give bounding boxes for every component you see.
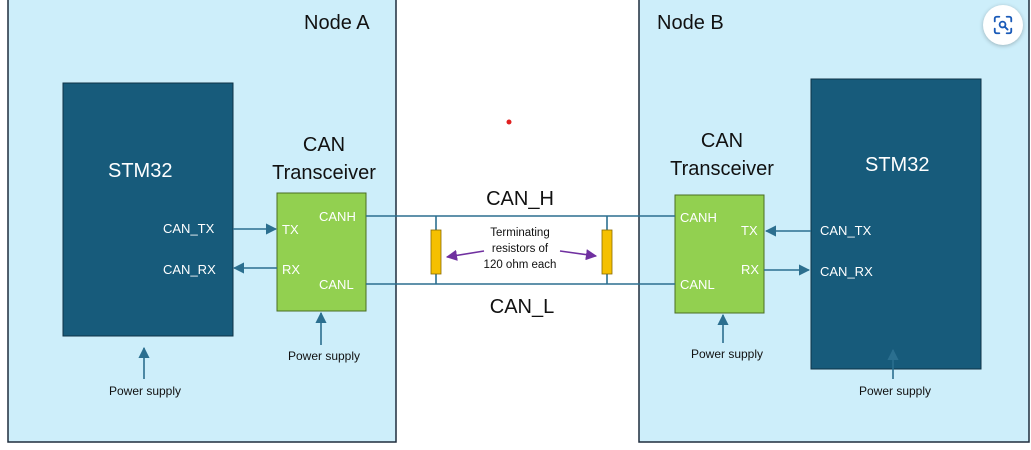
- can-h-label: CAN_H: [486, 188, 554, 210]
- lens-search-icon: [993, 15, 1013, 35]
- node-b-rx-label: RX: [741, 262, 759, 277]
- node-a-mcu-power-label: Power supply: [109, 384, 181, 398]
- node-b-mcu: [810, 78, 982, 370]
- node-b-transceiver-title-2: Transceiver: [670, 158, 774, 180]
- node-a-canh-label: CANH: [319, 209, 356, 224]
- resistor-left: [430, 229, 442, 275]
- resistor-arrow-right: [559, 249, 598, 261]
- node-a-xcvr-power-label: Power supply: [288, 349, 360, 363]
- can-l-label: CAN_L: [490, 296, 554, 318]
- node-b-xcvr-power-label: Power supply: [691, 347, 763, 361]
- node-b-canh-label: CANH: [680, 210, 717, 225]
- node-b-mcu-label: STM32: [865, 154, 929, 176]
- node-a-mcu-label: STM32: [108, 160, 172, 182]
- node-a-can-rx-label: CAN_RX: [163, 262, 216, 277]
- red-dot: [506, 119, 512, 125]
- node-b-mcu-power-label: Power supply: [859, 384, 931, 398]
- node-a-rx-label: RX: [282, 262, 300, 277]
- node-a-mcu: [62, 82, 234, 337]
- node-b-canl-label: CANL: [680, 277, 715, 292]
- node-b-transceiver: [674, 194, 765, 314]
- node-a-transceiver-title-1: CAN: [303, 134, 345, 156]
- node-a-canl-label: CANL: [319, 277, 354, 292]
- node-a-title: Node A: [304, 12, 370, 34]
- resistor-arrow-left: [445, 249, 485, 261]
- resistor-label-1: Terminating: [490, 227, 549, 239]
- node-b-tx-label: TX: [741, 223, 758, 238]
- lens-search-button[interactable]: [983, 5, 1023, 45]
- node-b-can-tx-label: CAN_TX: [820, 223, 872, 238]
- node-b-title: Node B: [657, 12, 724, 34]
- resistor-label-3: 120 ohm each: [484, 259, 557, 271]
- resistor-label-2: resistors of: [492, 243, 549, 255]
- node-a-can-tx-label: CAN_TX: [163, 221, 215, 236]
- node-b-can-rx-label: CAN_RX: [820, 264, 873, 279]
- resistor-right: [601, 229, 613, 275]
- node-a-transceiver: [276, 192, 367, 312]
- node-a-tx-label: TX: [282, 222, 299, 237]
- node-b-transceiver-title-1: CAN: [701, 130, 743, 152]
- node-a-transceiver-title-2: Transceiver: [272, 162, 376, 184]
